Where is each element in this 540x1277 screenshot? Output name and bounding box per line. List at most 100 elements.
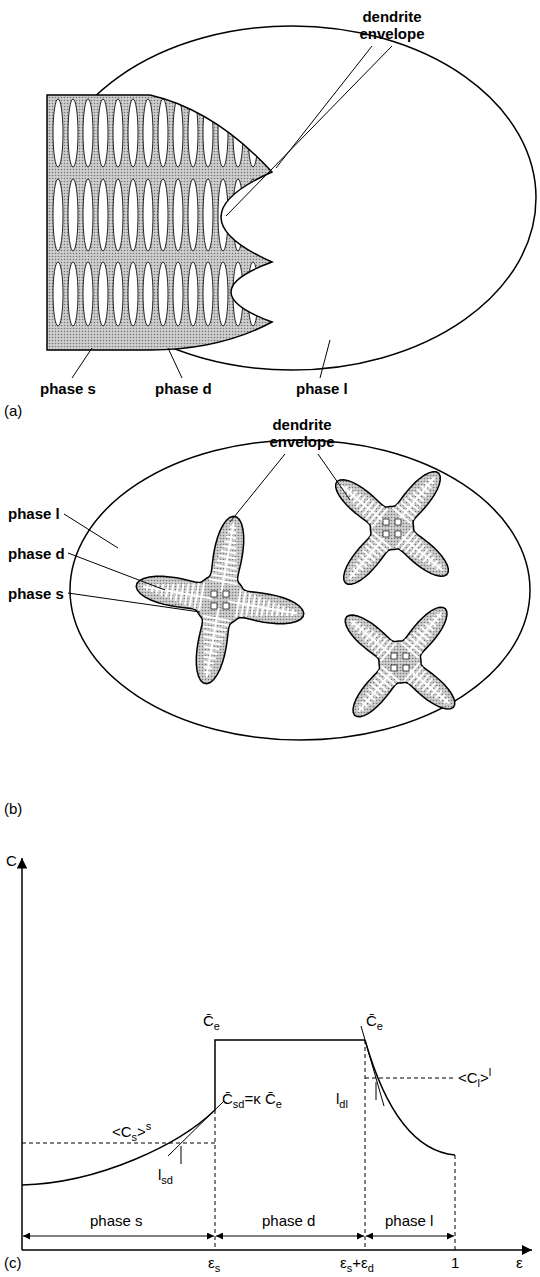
side-branch — [406, 667, 449, 703]
label-group: dendrite envelope — [262, 416, 342, 450]
label-text: dendrite envelope — [359, 8, 424, 42]
concentration-profile — [22, 1040, 455, 1185]
side-branch — [429, 620, 437, 626]
label-text: ε — [208, 1254, 215, 1271]
label-group: <Cs>s — [112, 1118, 151, 1146]
side-branch — [261, 599, 264, 616]
dendrite-arm — [98, 262, 108, 326]
label-group: ldl — [336, 1090, 348, 1113]
side-branch — [368, 541, 383, 554]
core-cell — [395, 531, 401, 537]
leader-lines — [64, 454, 350, 612]
side-branch — [363, 501, 375, 515]
label-group: C̄e — [366, 1012, 383, 1035]
dendrite-arm — [203, 99, 213, 167]
label-text: phase d — [155, 380, 212, 397]
side-branch — [221, 551, 237, 554]
dendrite-arm — [143, 179, 153, 251]
side-branch — [440, 695, 445, 701]
dendrite-arm — [83, 179, 93, 251]
side-branch — [421, 486, 429, 493]
dendrite-arm — [248, 179, 258, 251]
label-text: phase d — [262, 1212, 315, 1229]
panel-a — [47, 26, 536, 378]
side-branch — [369, 506, 383, 523]
subscript: l — [478, 1077, 480, 1089]
label-group: dendrite envelope — [352, 8, 432, 42]
side-branch — [405, 639, 422, 653]
label-group: phase l — [296, 380, 348, 397]
side-branch — [436, 564, 440, 569]
dendrite-arm — [113, 99, 123, 167]
side-branch — [401, 502, 416, 515]
side-branch — [203, 631, 224, 635]
side-branch — [358, 626, 364, 634]
label-text: (c) — [4, 1254, 22, 1271]
label-group: phase s — [8, 585, 64, 602]
subscript: e — [377, 1020, 383, 1032]
label-text: C̄ — [222, 1090, 233, 1107]
side-branch — [194, 583, 199, 609]
dendrite-arm — [218, 262, 228, 326]
equiaxed-dendrites — [136, 472, 455, 717]
label-group: εs+εd — [340, 1254, 374, 1277]
core-cell — [223, 591, 229, 597]
dendrite-arm — [188, 179, 198, 251]
label-text: phase d — [8, 545, 65, 562]
label-text: phase l — [296, 380, 348, 397]
side-branch — [171, 584, 174, 600]
superscript: s — [146, 1120, 152, 1132]
panel-b — [64, 440, 530, 740]
side-branch — [359, 706, 364, 710]
label-text: phase l — [385, 1212, 433, 1229]
subscript: s — [347, 1262, 353, 1274]
dendrite-arm — [68, 99, 78, 167]
liquid-region-outline — [48, 26, 536, 370]
side-branch — [405, 537, 418, 552]
dendrite-arm — [83, 262, 93, 326]
subscript: e — [214, 1020, 220, 1032]
dendrite-arm — [128, 262, 138, 326]
side-branch — [413, 633, 426, 644]
label-text: phase s — [90, 1212, 143, 1229]
side-branch — [282, 606, 284, 616]
side-branch — [190, 583, 194, 607]
side-branch — [409, 636, 424, 649]
dendrite-arm — [68, 179, 78, 251]
label-group: phase s — [40, 380, 96, 397]
side-branch — [352, 621, 356, 626]
superscript: l — [489, 1066, 491, 1078]
dendrite-arm — [218, 99, 228, 167]
side-branch — [413, 671, 426, 686]
label-group: εs — [208, 1254, 220, 1277]
dendrite-arm — [173, 179, 183, 251]
label-text: ε — [516, 1254, 523, 1271]
dendrite-envelope — [345, 607, 454, 716]
label-text: > — [480, 1069, 489, 1086]
core-cell — [383, 531, 389, 537]
label-group: phase s — [90, 1212, 143, 1229]
core-cell — [391, 665, 397, 671]
dendrite-arm — [53, 262, 63, 326]
side-branch — [161, 584, 163, 596]
side-branch — [251, 595, 255, 616]
core-cell — [391, 653, 397, 659]
side-branch — [350, 572, 355, 576]
label-group: <Cl>l — [458, 1064, 491, 1092]
equiaxed-dendrite — [336, 472, 449, 585]
label-group: (c) — [4, 1254, 22, 1271]
side-branch — [204, 667, 212, 668]
side-branch — [204, 657, 216, 659]
side-branch — [371, 636, 382, 649]
dendrite-arm — [188, 262, 198, 326]
label-text: l — [158, 1166, 161, 1183]
label-group: lsd — [158, 1166, 173, 1189]
side-branch — [204, 662, 214, 664]
side-branch — [213, 570, 237, 574]
label-group: (b) — [4, 800, 22, 817]
dendrite-arm — [128, 179, 138, 251]
subscript: s — [215, 1262, 221, 1274]
side-branch — [351, 621, 394, 657]
side-branch — [374, 638, 387, 653]
